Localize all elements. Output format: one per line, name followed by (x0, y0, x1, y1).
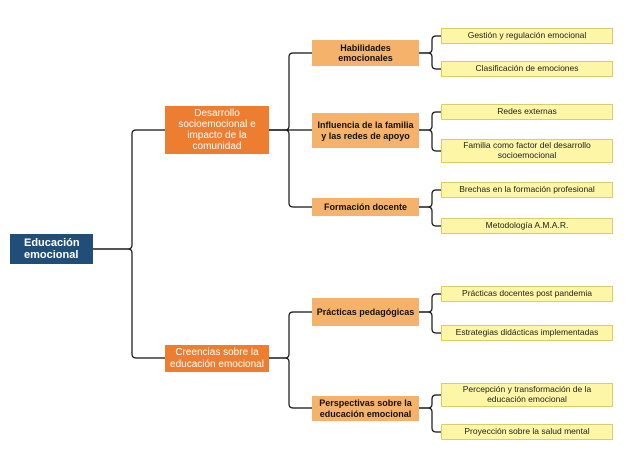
category-node-perspectives: Perspectivas sobre la educación emociona… (312, 396, 419, 421)
leaf-node: Prácticas docentes post pandemia (441, 286, 613, 302)
branch-node-beliefs: Creencias sobre la educación emocional (165, 345, 269, 372)
connector-c1-leaf1 (419, 35, 441, 54)
leaf-node: Clasificación de emociones (441, 61, 613, 77)
connector-c2-leaf2 (419, 129, 441, 152)
leaf-node: Gestión y regulación emocional (441, 28, 613, 44)
connector-b1-c1 (269, 52, 312, 131)
connector-root-branch1 (93, 129, 165, 250)
connector-c3-leaf1 (419, 189, 441, 208)
connector-c3-leaf2 (419, 206, 441, 227)
connector-c4-leaf1 (419, 293, 441, 313)
connector-c1-leaf2 (419, 52, 441, 70)
connector-b2-c1 (269, 311, 312, 359)
branch-node-socioemotional: Desarrollo socioemocional e impacto de l… (165, 106, 269, 154)
root-node: Educación emocional (10, 234, 93, 264)
connector-c5-leaf1 (419, 394, 441, 409)
connector-b1-c3 (269, 129, 312, 208)
leaf-node: Redes externas (441, 104, 613, 120)
category-node-pedagogical-practices: Prácticas pedagógicas (312, 298, 419, 326)
category-node-emotional-skills: Habilidades emocionales (312, 40, 419, 66)
connector-c2-leaf1 (419, 111, 441, 131)
leaf-node: Brechas en la formación profesional (441, 182, 613, 198)
category-node-family-influence: Influencia de la familia y las redes de … (312, 113, 419, 148)
connector-c5-leaf2 (419, 407, 441, 433)
leaf-node: Familia como factor del desarrollo socio… (441, 139, 613, 163)
connector-root-branch2 (93, 248, 165, 359)
leaf-node: Percepción y transformación de la educac… (441, 383, 613, 407)
leaf-node: Metodología A.M.A.R. (441, 218, 613, 234)
connector-b2-c2 (269, 357, 312, 409)
leaf-node: Estrategias didácticas implementadas (441, 325, 613, 341)
category-node-teacher-training: Formación docente (312, 198, 419, 216)
leaf-node: Proyección sobre la salud mental (441, 424, 613, 440)
connector-c4-leaf2 (419, 311, 441, 334)
